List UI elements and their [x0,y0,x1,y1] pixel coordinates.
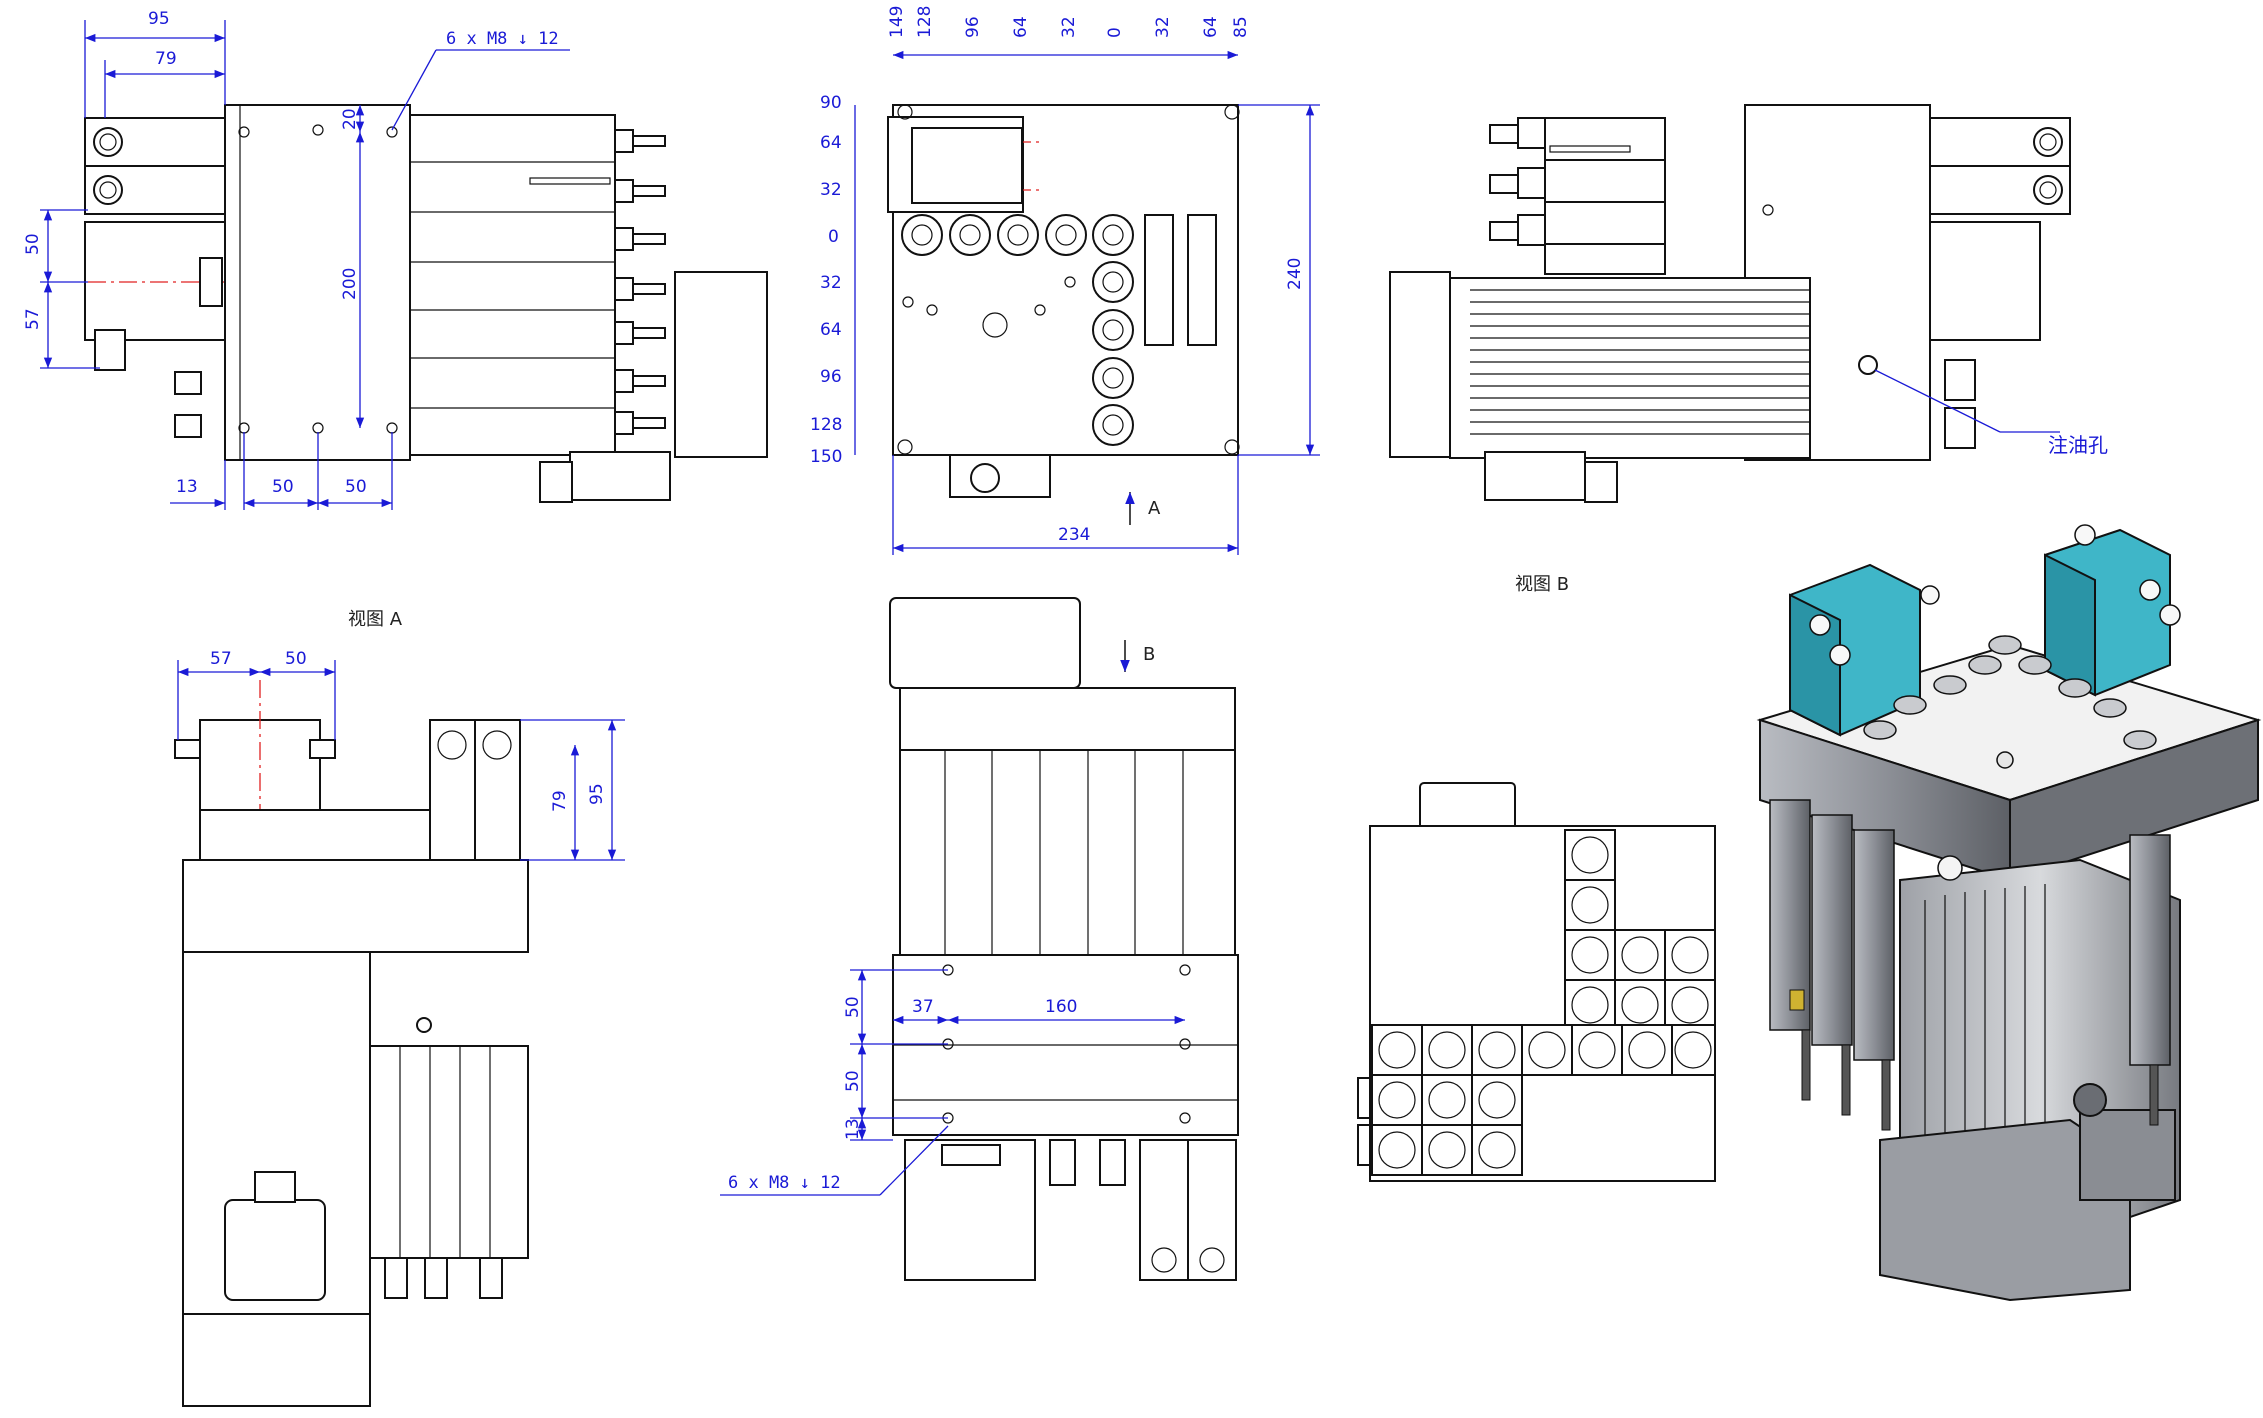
view-arrow-b: B [1143,644,1155,665]
dim-95-width: 95 [148,9,170,29]
dim-20-height: 20 [340,108,360,130]
view-b-label: 视图 B [1515,574,1569,595]
dim-50-bottom-b: 50 [345,477,367,497]
svg-text:96: 96 [963,16,983,38]
svg-text:96: 96 [820,367,842,387]
isometric-render [1756,524,2262,1302]
svg-text:128: 128 [810,415,842,435]
x-tick-labels: 149 128 96 64 32 0 32 64 85 [887,6,1251,38]
svg-text:64: 64 [1201,16,1221,38]
front-dim-13: 13 [843,1118,863,1140]
dim-79-width: 79 [155,49,177,69]
front-view-center: 50 50 13 37 160 B 6 x M8 ↓ 12 [720,597,1239,1281]
svg-text:150: 150 [810,447,842,467]
dim-50-height: 50 [23,233,43,255]
iso-spindle-heads [1863,635,2157,750]
dim-13-bottom: 13 [176,477,198,497]
dim-50-bottom-a: 50 [272,477,294,497]
bottom-view [1357,782,1716,1182]
iso-valve-blocks [1789,524,2181,737]
bottom-spindle-grid [1371,829,1716,1176]
view-a-drawing: 57 50 79 95 [174,649,625,1407]
top-view-center: 149 128 96 64 32 0 32 64 85 90 64 32 0 3… [810,6,1320,555]
view-a-dim-50: 50 [285,649,307,669]
front-dim-37: 37 [912,997,934,1017]
svg-text:149: 149 [887,6,907,38]
front-dim-50-b: 50 [843,1070,863,1092]
dim-234-width: 234 [1058,525,1090,545]
svg-text:32: 32 [820,273,842,293]
y-tick-labels: 90 64 32 0 32 64 96 128 150 [810,93,842,467]
motor-fins [1470,289,1810,435]
view-a-dim-79: 79 [550,790,570,812]
svg-text:90: 90 [820,93,842,113]
front-dim-50-a: 50 [843,996,863,1018]
view-a-dim-95: 95 [587,783,607,805]
thread-note-top: 6 x M8 ↓ 12 [446,29,559,49]
front-dim-160: 160 [1045,997,1077,1017]
svg-text:85: 85 [1231,16,1251,38]
svg-text:0: 0 [1105,27,1125,38]
side-view-right: 注油孔 [1389,104,2108,503]
view-a-dim-57: 57 [210,649,232,669]
main-body [224,104,411,461]
svg-text:128: 128 [915,6,935,38]
svg-text:32: 32 [820,180,842,200]
oil-hole-label: 注油孔 [2048,433,2108,457]
thread-note-bottom: 6 x M8 ↓ 12 [728,1173,841,1193]
dim-200-height: 200 [340,268,360,300]
view-a-label: 视图 A [348,609,403,630]
svg-text:64: 64 [1011,16,1031,38]
svg-text:0: 0 [828,227,839,247]
side-view-left: 95 79 20 200 50 57 13 50 50 6 x M8 ↓ 12 [23,9,768,510]
svg-text:64: 64 [820,320,842,340]
dim-57-height: 57 [23,308,43,330]
svg-text:32: 32 [1059,16,1079,38]
svg-text:64: 64 [820,133,842,153]
view-arrow-a: A [1148,498,1161,519]
svg-text:32: 32 [1153,16,1173,38]
dim-240-height: 240 [1285,258,1305,290]
